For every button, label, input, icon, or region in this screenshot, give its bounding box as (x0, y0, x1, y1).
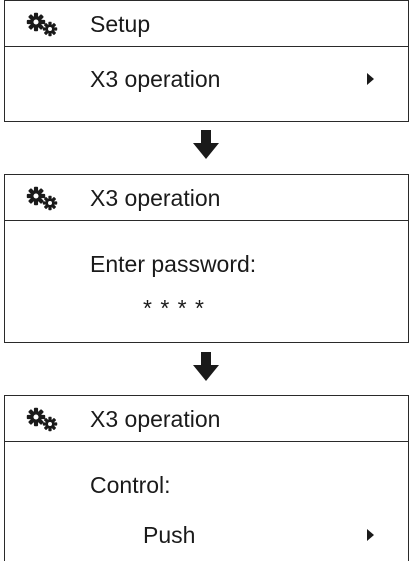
password-body: Enter password: * * * * (5, 221, 408, 342)
control-value: Push (143, 522, 196, 548)
screen-title: X3 operation (90, 406, 221, 432)
password-label: Enter password: (90, 251, 257, 277)
screen-header: X3 operation (5, 175, 408, 221)
screen-setup: Setup X3 operation (4, 0, 409, 122)
screen-title: X3 operation (90, 185, 221, 211)
control-body: Control: Push (5, 442, 408, 560)
screen-header: X3 operation (5, 396, 408, 442)
gears-icon (26, 12, 58, 37)
down-arrow-icon (193, 130, 219, 159)
screen-password: X3 operation Enter password: * * * * (4, 174, 409, 343)
down-arrow-icon (193, 352, 219, 381)
menu-item-x3-operation[interactable]: X3 operation (5, 47, 408, 121)
control-label: Control: (90, 472, 171, 498)
screen-header: Setup (5, 1, 408, 47)
password-input[interactable]: * * * * (143, 295, 205, 321)
screen-control: X3 operation Control: Push (4, 395, 409, 561)
screen-title: Setup (90, 11, 151, 37)
gears-icon (26, 407, 58, 432)
right-triangle-icon (367, 73, 374, 85)
gears-icon (26, 186, 58, 211)
menu-item-label: X3 operation (90, 66, 221, 92)
right-triangle-icon (367, 529, 374, 541)
